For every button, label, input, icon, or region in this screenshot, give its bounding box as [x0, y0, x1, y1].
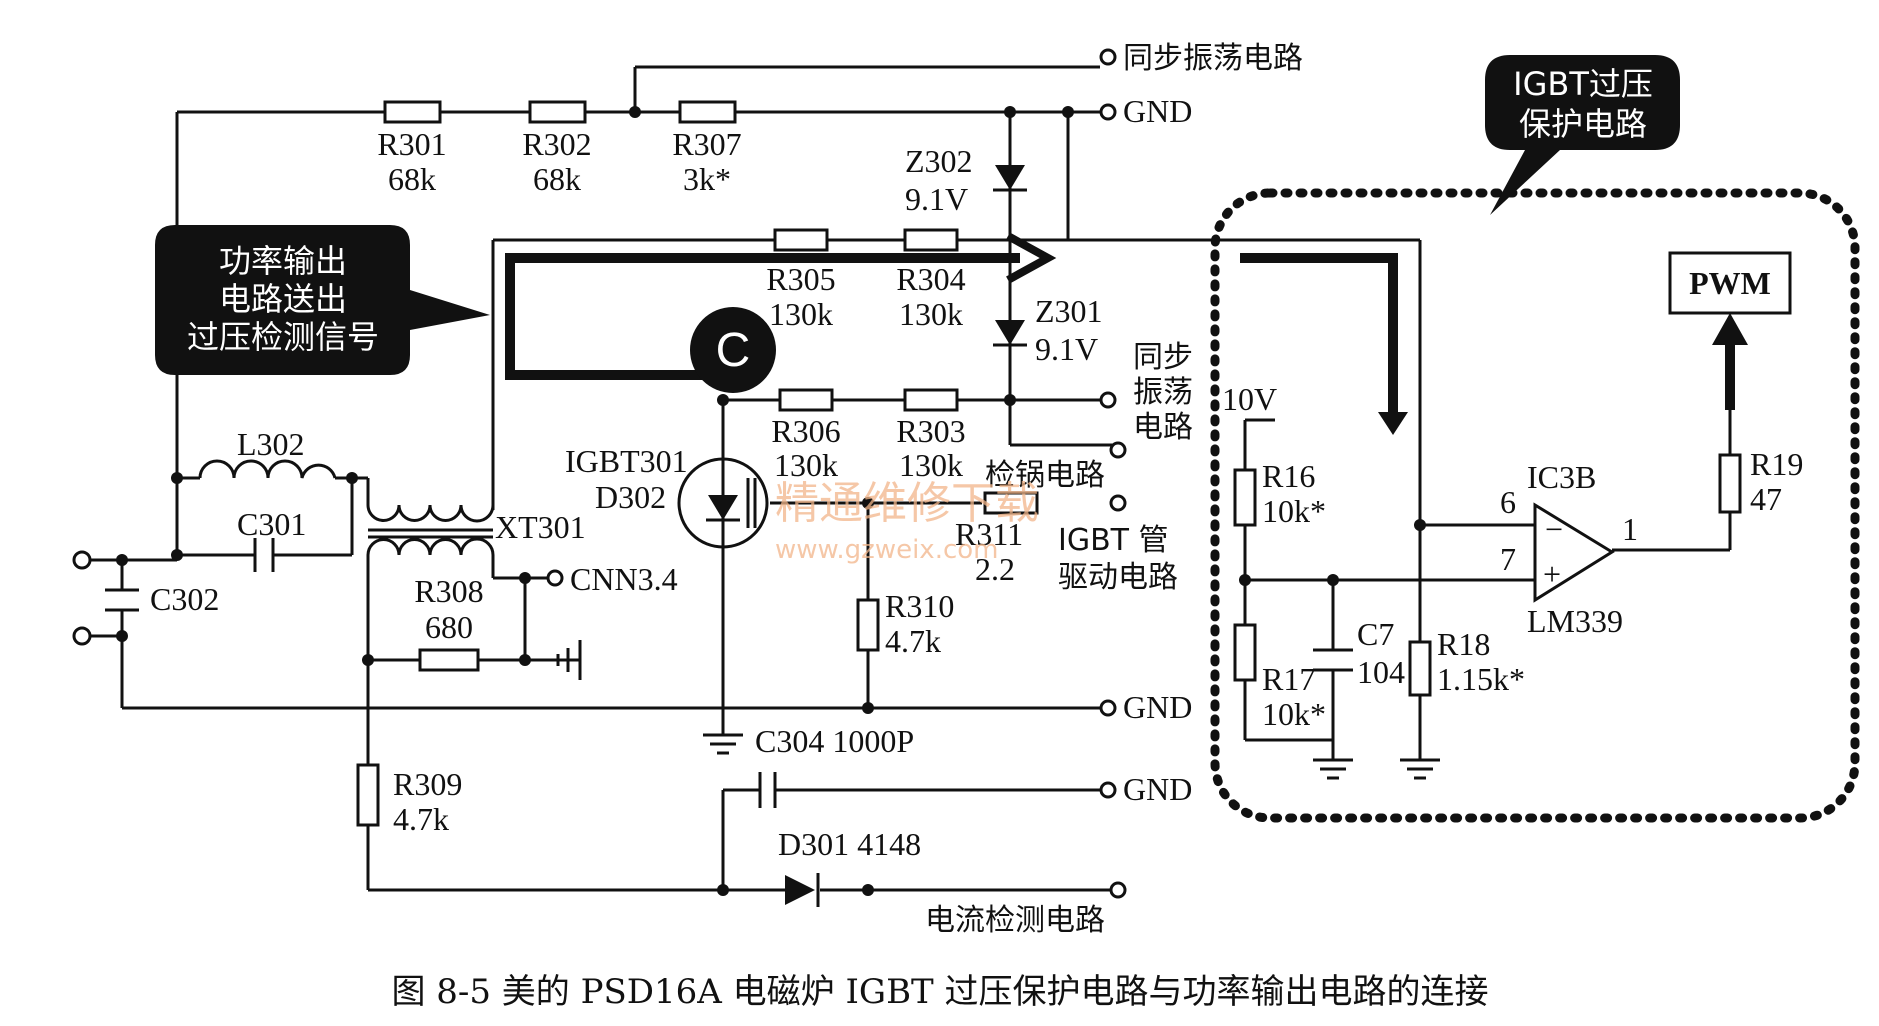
label-lm339: LM339: [1527, 603, 1623, 639]
label-xt301: XT301: [495, 509, 586, 545]
label-pin6: 6: [1500, 484, 1516, 520]
label-r17-name: R17: [1262, 661, 1315, 697]
terminal-sync-osc-mid-1: 同步: [1133, 340, 1193, 375]
label-c301: C301: [237, 506, 306, 542]
callout-power-line-3: 过压检测信号: [187, 318, 379, 356]
terminal-gnd-mid: GND: [1123, 689, 1192, 725]
label-pwm: PWM: [1689, 265, 1771, 301]
label-igbt301: IGBT301: [565, 443, 688, 479]
terminal-sync-osc-top: 同步振荡电路: [1123, 41, 1303, 76]
label-r307-name: R307: [672, 126, 741, 162]
label-z302-value: 9.1V: [905, 181, 968, 217]
label-r302-name: R302: [522, 126, 591, 162]
label-r304-value: 130k: [899, 296, 963, 332]
terminal-sync-osc-mid-2: 振荡: [1133, 375, 1193, 410]
terminal-labels: 同步振荡电路 GND 同步 振荡 电路 检锅电路 IGBT 管 驱动电路 CNN…: [570, 41, 1303, 938]
label-r16-name: R16: [1262, 458, 1315, 494]
label-r309-name: R309: [393, 766, 462, 802]
label-r308-value: 680: [425, 609, 473, 645]
terminals: [72, 48, 1127, 899]
label-r18-value: 1.15k*: [1437, 661, 1525, 697]
label-c304: C304 1000P: [755, 723, 914, 759]
igbt-symbol: [677, 457, 769, 549]
terminal-current-detect: 电流检测电路: [925, 903, 1105, 938]
label-r305-name: R305: [766, 261, 835, 297]
label-r17-value: 10k*: [1262, 696, 1326, 732]
label-r304-name: R304: [896, 261, 965, 297]
label-r305-value: 130k: [769, 296, 833, 332]
terminal-igbt-drive-2: 驱动电路: [1058, 560, 1178, 595]
zener-diodes: [993, 165, 1027, 347]
capacitors: [105, 538, 1353, 808]
protection-circuit-outline: [1210, 188, 1860, 823]
terminal-gnd-low: GND: [1123, 771, 1192, 807]
label-r306-value: 130k: [774, 447, 838, 483]
label-r16-value: 10k*: [1262, 493, 1326, 529]
terminal-cnn: CNN3.4: [570, 561, 678, 597]
callout-igbt-line-1: IGBT过压: [1513, 65, 1653, 103]
label-r303-value: 130k: [899, 447, 963, 483]
terminal-igbt-drive-1: IGBT 管: [1058, 523, 1169, 558]
diode-d301: [785, 873, 820, 907]
marker-c: C: [690, 307, 776, 393]
label-r310-name: R310: [885, 588, 954, 624]
ground-symbols-right: [1313, 758, 1440, 780]
label-r309-value: 4.7k: [393, 801, 449, 837]
label-r19-value: 47: [1750, 481, 1782, 517]
label-pin1: 1: [1622, 511, 1638, 547]
watermark-cn: 精通维修下载: [775, 478, 1039, 529]
label-z301-value: 9.1V: [1035, 331, 1098, 367]
label-ic3b: IC3B: [1527, 459, 1596, 495]
label-r301-name: R301: [377, 126, 446, 162]
label-minus: −: [1545, 511, 1563, 547]
label-r303-name: R303: [896, 413, 965, 449]
label-10v: 10V: [1222, 381, 1277, 417]
label-r311-name: R311: [955, 516, 1023, 552]
label-r307-value: 3k*: [683, 161, 731, 197]
label-z302-name: Z302: [905, 143, 973, 179]
terminal-pot-detect: 检锅电路: [985, 458, 1105, 493]
comparator-ic3b: [1533, 502, 1615, 603]
label-d302: D302: [595, 479, 666, 515]
resistors: [356, 100, 1742, 827]
marker-c-label: C: [716, 324, 751, 377]
callout-power-line-1: 功率输出: [219, 242, 347, 280]
terminal-sync-osc-mid-3: 电路: [1133, 410, 1193, 445]
component-labels: R301 68k R302 68k R307 3k* Z302 9.1V R30…: [150, 126, 1803, 862]
watermark: 精通维修下载 www.gzweix.com: [775, 478, 1039, 565]
label-pin7: 7: [1500, 541, 1516, 577]
watermark-url: www.gzweix.com: [775, 535, 999, 565]
label-r311-value: 2.2: [975, 551, 1015, 587]
label-l302: L302: [237, 426, 305, 462]
signal-path-arrow: [505, 232, 1408, 435]
label-r19-name: R19: [1750, 446, 1803, 482]
label-r301-value: 68k: [388, 161, 436, 197]
label-c7-name: C7: [1357, 616, 1394, 652]
label-c7-value: 104: [1357, 654, 1405, 690]
callout-power-line-2: 电路送出: [219, 280, 347, 318]
junction-dots: [116, 106, 1426, 896]
label-c302: C302: [150, 581, 219, 617]
label-r308-name: R308: [414, 573, 483, 609]
callout-igbt-line-2: 保护电路: [1519, 105, 1647, 143]
callout-igbt-protect: IGBT过压 保护电路: [1485, 55, 1680, 215]
inductors: [198, 459, 495, 556]
label-z301-name: Z301: [1035, 293, 1103, 329]
label-d301: D301 4148: [778, 826, 921, 862]
label-r310-value: 4.7k: [885, 623, 941, 659]
figure-caption: 图 8-5 美的 PSD16A 电磁炉 IGBT 过压保护电路与功率输出电路的连…: [391, 972, 1488, 1012]
label-r306-name: R306: [771, 413, 840, 449]
terminal-gnd-top: GND: [1123, 93, 1192, 129]
label-r18-name: R18: [1437, 626, 1490, 662]
pwm-block: [1668, 251, 1792, 410]
callout-power-output: 功率输出 电路送出 过压检测信号: [155, 225, 490, 375]
label-plus: +: [1543, 556, 1561, 592]
label-r302-value: 68k: [533, 161, 581, 197]
